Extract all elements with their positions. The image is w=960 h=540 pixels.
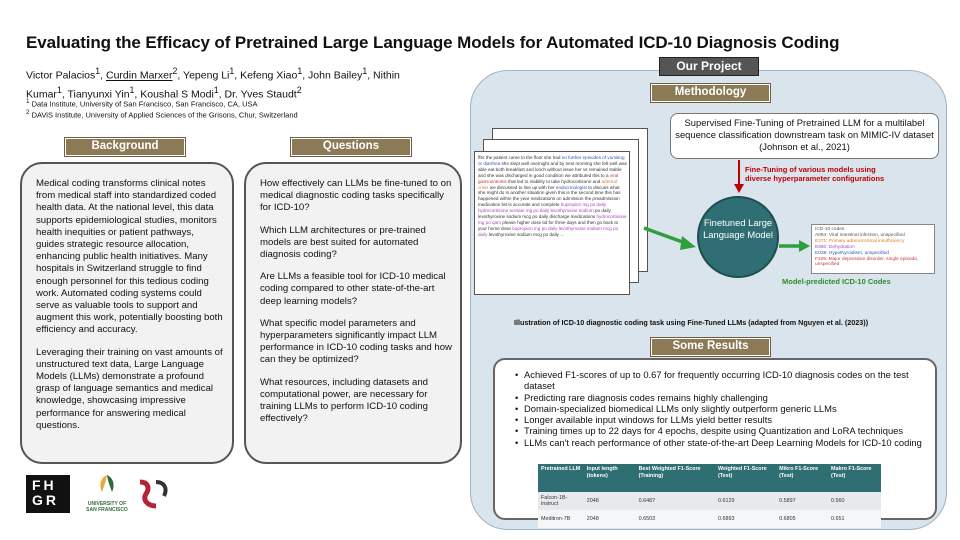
result-bullet: Training times up to 22 days for 4 epoch… (515, 425, 935, 437)
usf-emblem-icon (100, 475, 114, 492)
table-cell: 0.6805 (776, 510, 829, 528)
clinical-note-text: ffer the patient came to the floor she h… (478, 155, 628, 275)
poster-title: Evaluating the Efficacy of Pretrained La… (26, 33, 840, 52)
our-project-header: Our Project (659, 57, 759, 76)
table-cell: 2048 (583, 510, 636, 528)
down-arrow-red (734, 160, 744, 193)
table-cell: 0.5897 (776, 492, 829, 510)
note-segment: that led to inability to take hydrocorti… (506, 178, 602, 184)
table-cell: 0.560 (828, 492, 881, 510)
result-bullet: Longer available input windows for LLMs … (515, 414, 935, 426)
fhgr-logo: FH GR (26, 475, 70, 513)
clinical-note-document (474, 151, 630, 295)
question-item: Are LLMs a feasible tool for ICD-10 medi… (260, 271, 446, 307)
arrow-note-to-model (643, 226, 696, 250)
icd-code-item: E039: Hypothyroidism, unspecified (815, 250, 889, 256)
note-segment: please higher dose tid for three days an… (478, 219, 619, 231)
finetuned-llm-node: Finetuned Large Language Model (697, 196, 779, 278)
questions-panel (244, 162, 462, 464)
usf-logo: UNIVERSITY OF SAN FRANCISCO (84, 472, 130, 516)
questions-text: How effectively can LLMs be fine-tuned t… (260, 178, 452, 435)
table-row: Falcon-1B-instruct 2048 0.6487 0.6129 0.… (538, 492, 881, 510)
result-bullet: Predicting rare diagnosis codes remains … (515, 392, 935, 404)
table-header: Mikro F1-Score (Test) (776, 464, 829, 492)
note-segment: she slept well overnight and by next mor… (478, 160, 627, 178)
result-bullet: Domain-specialized biomedical LLMs only … (515, 403, 935, 415)
author-name: Curdin Marxer (105, 69, 173, 82)
table-header: Makro F1-Score (Test) (828, 464, 881, 492)
author-name: Dr. Yves Staudt (224, 88, 297, 100)
table-cell: 0.651 (828, 510, 881, 528)
note-segment: po daily levothyroxine sodium mcg po dai… (478, 208, 611, 220)
results-table: Pretrained LLM Input length (tokens) Bes… (538, 464, 881, 528)
note-segment: ffer the patient came to the floor she h… (478, 155, 562, 160)
author-name: Yepeng Li (183, 69, 230, 82)
note-segment: bupropion mg po daily hydrocortisone ace… (478, 202, 606, 214)
illustration-caption: Illustration of ICD-10 diagnostic coding… (514, 318, 869, 327)
table-cell: 0.6893 (714, 510, 777, 528)
table-cell: 0.6129 (714, 492, 777, 510)
affiliation: 2 DAViS Institute, University of Applied… (26, 109, 298, 120)
note-segment: no further episodes of vomiting or diarr… (478, 155, 625, 166)
icd-code-item: A084: Viral intestinal infection, unspec… (815, 232, 905, 238)
table-row: Meditron-7B 2048 0.6503 0.6893 0.6805 0.… (538, 510, 881, 528)
table-header: Input length (tokens) (583, 464, 636, 492)
table-cell: Meditron-7B (538, 510, 584, 528)
hochschule-logo-icon (139, 479, 168, 509)
predicted-codes-label: Model-predicted ICD-10 Codes (782, 277, 891, 286)
icd-code-item: F329: Major depressive disorder, single … (815, 256, 919, 268)
table-header: Best Weighted F1-Score (Training) (635, 464, 715, 492)
table-cell: 0.6487 (635, 492, 715, 510)
questions-header: Questions (290, 137, 412, 157)
results-header: Some Results (650, 337, 771, 357)
background-text: Medical coding transforms clinical notes… (36, 178, 223, 431)
results-list: Achieved F1-scores of up to 0.67 for fre… (515, 369, 935, 448)
note-segment: adrenal crisis (478, 178, 617, 190)
author-name: Nithin Kumar (26, 69, 400, 101)
affiliation: 1 Data Institute, University of San Fran… (26, 98, 258, 109)
icd-code-item: E860: Dehydration (815, 244, 855, 250)
icd-code-item: ICD-10 codes (815, 227, 845, 232)
table-cell: 0.6503 (635, 510, 715, 528)
question-item: What specific model parameters and hyper… (260, 317, 452, 366)
author-name: Koushal S Modi (140, 88, 214, 100)
table-header-row: Pretrained LLM Input length (tokens) Bes… (538, 464, 881, 492)
icd-code-item: E271: Primary adrenocortical insufficien… (815, 238, 905, 244)
sft-description-box: Supervised Fine-Tuning of Pretrained LLM… (670, 113, 939, 159)
note-segment: endocrinologist (555, 184, 587, 190)
table-header: Pretrained LLM (538, 464, 584, 492)
arrow-model-to-codes (779, 240, 810, 252)
author-name: John Bailey (308, 69, 363, 82)
author-list: Victor Palacios1, Curdin Marxer2, Yepeng… (26, 66, 400, 101)
table-cell: Falcon-1B-instruct (538, 492, 584, 510)
table-header: Weighted F1-Score (Test) (714, 464, 777, 492)
background-panel (20, 162, 234, 464)
note-segment: to discuss what she might do in another … (478, 184, 621, 208)
note-segment: viral gastroenteritis (478, 172, 619, 184)
result-bullet: LLMs can't reach performance of other st… (515, 437, 935, 449)
note-segment: bupropion mg po daily levothyroxine sodi… (478, 225, 619, 237)
question-item: What resources, including datasets and c… (260, 376, 428, 425)
background-header: Background (64, 137, 186, 157)
finetune-label: Fine-Tuning of various models using dive… (745, 165, 885, 183)
author-name: Tianyunxi Yin (67, 88, 130, 100)
note-segment: hydrocortisone mg po qam (478, 214, 627, 225)
note-segment: levothyroxine sodium mcg po daily ... (487, 231, 565, 237)
result-bullet: Achieved F1-scores of up to 0.67 for fre… (515, 369, 935, 392)
methodology-header: Methodology (650, 83, 771, 103)
author-name: Kefeng Xiao (240, 69, 298, 82)
table-cell: 2048 (583, 492, 636, 510)
question-item: Which LLM architectures or pre-trained m… (260, 224, 426, 261)
note-segment: we discussed to line up with her (488, 184, 556, 190)
author-name: Victor Palacios (26, 69, 96, 82)
question-item: How effectively can LLMs be fine-tuned t… (260, 178, 452, 214)
